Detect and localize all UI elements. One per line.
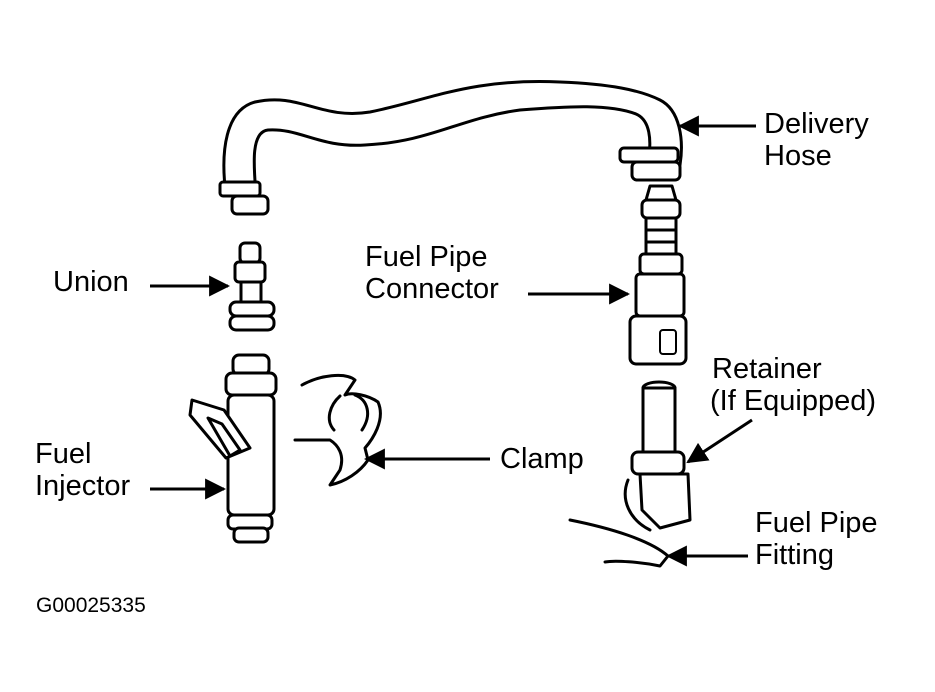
fuel-pipe-connector-label-line1: Fuel Pipe	[365, 241, 488, 273]
fuel-pipe-connector-label-line2: Connector	[365, 273, 499, 305]
delivery-hose-label-line2: Hose	[764, 140, 832, 172]
union-label: Union	[53, 266, 129, 298]
fuel-pipe-fitting-label-line2: Fitting	[755, 539, 834, 571]
retainer-label-line1: Retainer	[712, 353, 822, 385]
clamp-part	[293, 373, 382, 487]
retainer-label: Retainer (If Equipped)	[710, 353, 876, 417]
retainer-arrow	[686, 418, 753, 464]
figure-code: G00025335	[36, 594, 146, 617]
delivery-hose-label-line1: Delivery	[764, 108, 869, 140]
fuel-pipe-fitting-label: Fuel Pipe Fitting	[755, 507, 878, 571]
fuel-injector-label: Fuel Injector	[35, 438, 130, 502]
fuel-pipe-fitting-part	[568, 380, 692, 568]
union-part	[228, 241, 276, 332]
retainer-label-line2: (If Equipped)	[710, 385, 877, 417]
fuel-pipe-fitting-label-line1: Fuel Pipe	[755, 507, 878, 539]
fuel-injector-part	[188, 353, 278, 544]
delivery-hose	[218, 80, 683, 216]
delivery-hose-label: Delivery Hose	[764, 108, 869, 172]
fuel-injector-label-line2: Injector	[35, 470, 131, 502]
clamp-label: Clamp	[500, 443, 584, 475]
fuel-pipe-connector-label: Fuel Pipe Connector	[365, 241, 499, 305]
fuel-pipe-connector-part	[628, 184, 688, 366]
fuel-injector-label-line1: Fuel	[35, 438, 92, 470]
leader-lines	[150, 115, 756, 567]
